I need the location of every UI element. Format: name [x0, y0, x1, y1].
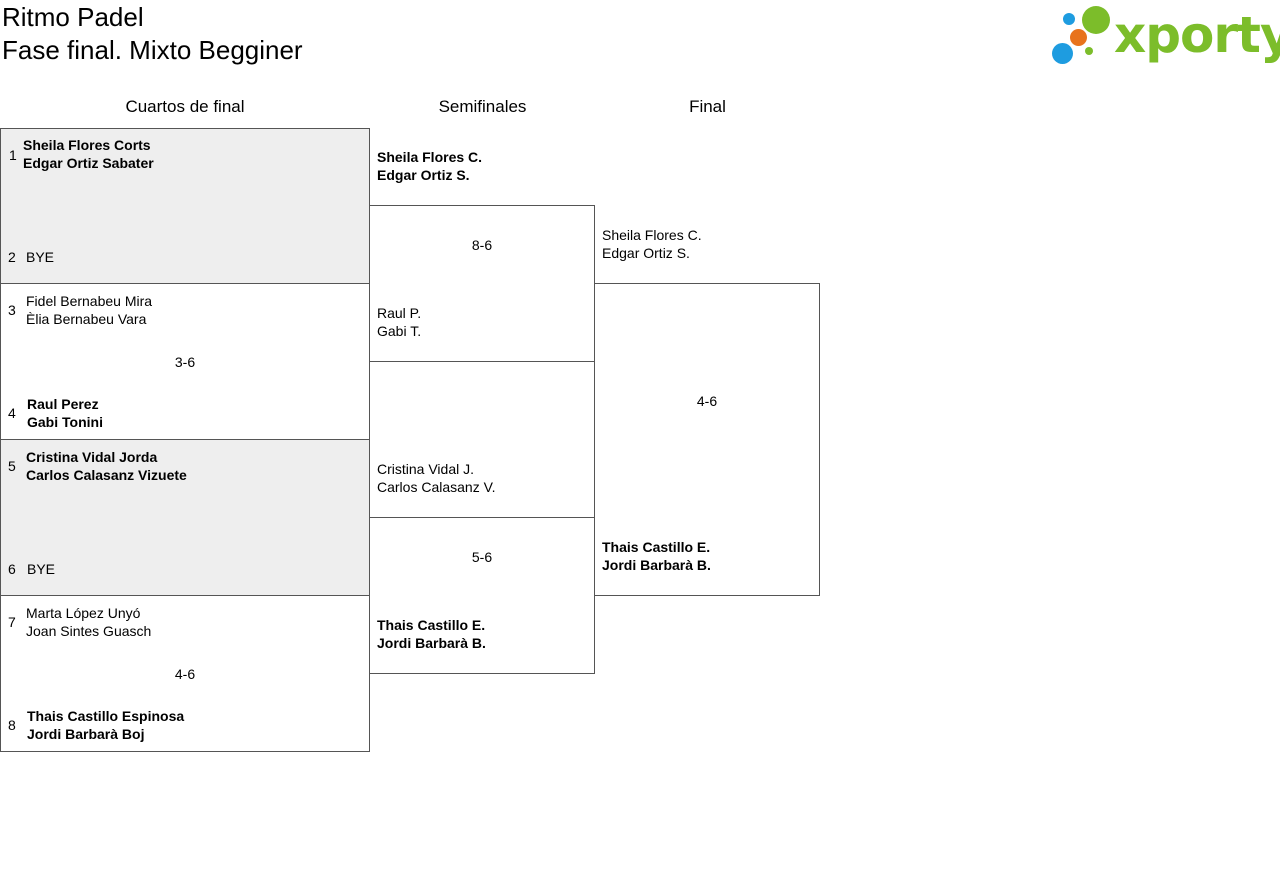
- seed-number: 7: [8, 614, 16, 630]
- seed-number: 3: [8, 302, 16, 318]
- semifinal-match-2: 5-6 Thais Castillo E.Jordi Barbarà B.: [369, 517, 595, 674]
- round-header-quarters: Cuartos de final: [125, 97, 245, 116]
- match-score: 3-6: [174, 354, 196, 370]
- seed-number: 1: [9, 147, 17, 163]
- logo-wordmark: xporty: [1114, 6, 1280, 64]
- club-title: Ritmo Padel: [2, 2, 144, 32]
- pair-bottom: BYE: [26, 249, 55, 265]
- stage-title: Fase final. Mixto Begginer: [2, 35, 303, 65]
- seed-number: 4: [8, 405, 16, 421]
- match-score: 8-6: [471, 237, 493, 253]
- logo-dot-blue-small: [1063, 13, 1075, 25]
- semifinal-2-pair-top: Cristina Vidal J.Carlos Calasanz V.: [377, 461, 496, 495]
- final-match: 4-6 Thais Castillo E.Jordi Barbarà B.: [594, 283, 820, 596]
- round-header-semis: Semifinales: [438, 97, 527, 116]
- seed-number: 2: [8, 249, 16, 265]
- seed-number: 8: [8, 717, 16, 733]
- match-score: 4-6: [174, 666, 196, 682]
- round-header-final: Final: [689, 97, 726, 116]
- pair-bottom: BYE: [27, 561, 56, 577]
- match-score: 4-6: [696, 393, 718, 409]
- semifinal-1-pair-top: Sheila Flores C.Edgar Ortiz S.: [377, 149, 483, 183]
- match-score: 5-6: [471, 549, 493, 565]
- pair-bottom: Raul P.Gabi T.: [377, 305, 422, 339]
- logo-dot-green: [1082, 6, 1110, 34]
- pair-bottom: Thais Castillo E.Jordi Barbarà B.: [602, 539, 711, 573]
- semifinal-match-1: 8-6 Raul P.Gabi T.: [369, 205, 595, 362]
- logo-dot-blue: [1052, 43, 1073, 64]
- xporty-logo: xporty: [1052, 5, 1280, 67]
- seed-number: 6: [8, 561, 16, 577]
- seed-number: 5: [8, 458, 16, 474]
- logo-dot-orange: [1070, 29, 1087, 46]
- pair-bottom: Thais Castillo E.Jordi Barbarà B.: [377, 617, 486, 651]
- logo-dot-green-small: [1085, 47, 1093, 55]
- final-pair-top: Sheila Flores C.Edgar Ortiz S.: [602, 227, 702, 261]
